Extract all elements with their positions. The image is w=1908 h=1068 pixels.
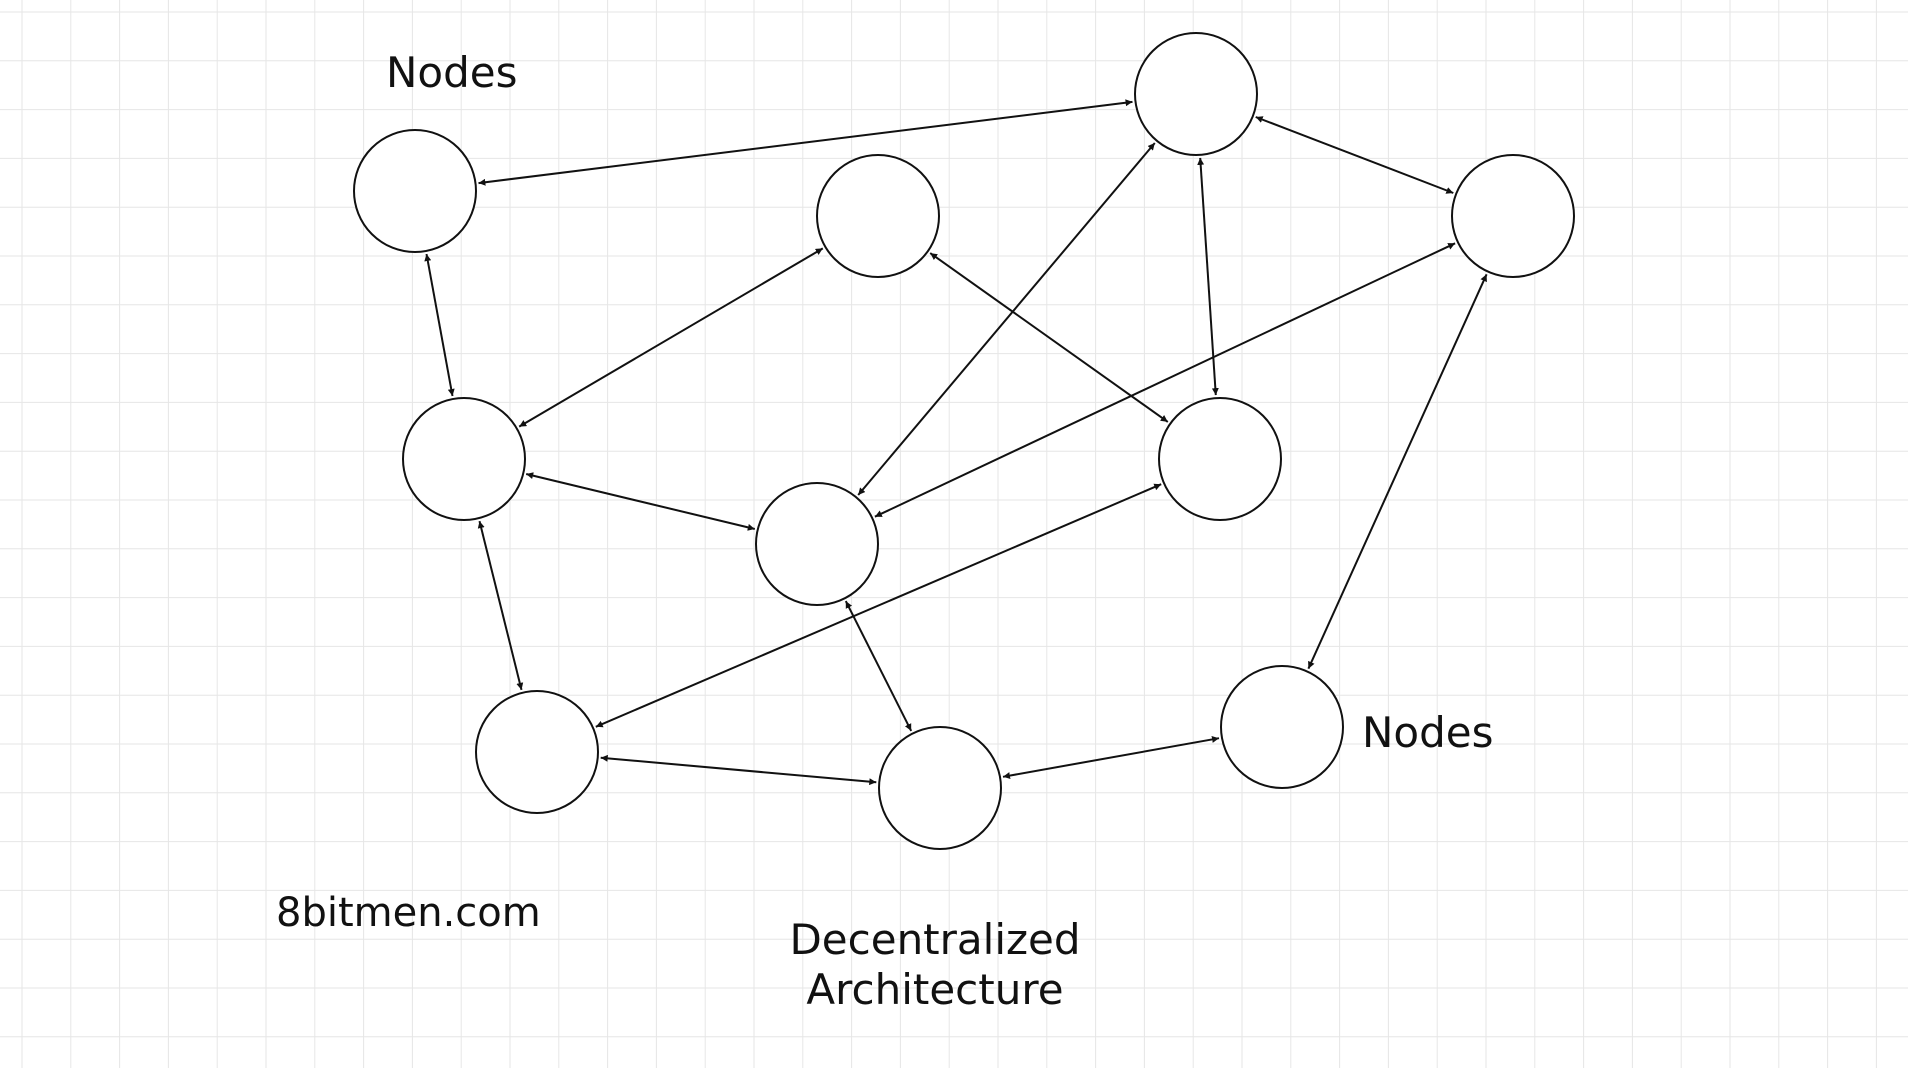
diagram-title: Decentralized Architecture [789, 915, 1081, 1014]
connection-n6-n3 [1197, 157, 1219, 396]
site-label: 8bitmen.com [276, 890, 541, 936]
connections [424, 99, 1488, 786]
connection-n3-n7 [1255, 116, 1454, 194]
connection-n1-n4 [424, 253, 455, 397]
connection-n8-n9 [600, 754, 877, 786]
connection-n9-n10 [1002, 735, 1220, 780]
connection-n10-n7 [1307, 273, 1488, 670]
connection-n9-n5 [844, 600, 913, 732]
node-n7 [1451, 154, 1575, 278]
nodes-label-top: Nodes [386, 48, 518, 97]
connection-n4-n8 [477, 520, 524, 691]
nodes [353, 32, 1575, 850]
node-n3 [1134, 32, 1258, 156]
node-n8 [475, 690, 599, 814]
connection-n8-n6 [595, 483, 1162, 728]
node-n4 [402, 397, 526, 521]
node-n6 [1158, 397, 1282, 521]
node-n1 [353, 129, 477, 253]
node-n2 [816, 154, 940, 278]
connection-n4-n2 [518, 247, 824, 428]
node-n5 [755, 482, 879, 606]
connection-n1-n3 [478, 99, 1133, 186]
node-n10 [1220, 665, 1344, 789]
connection-n4-n5 [525, 472, 756, 531]
node-n9 [878, 726, 1002, 850]
nodes-label-right: Nodes [1362, 708, 1494, 757]
